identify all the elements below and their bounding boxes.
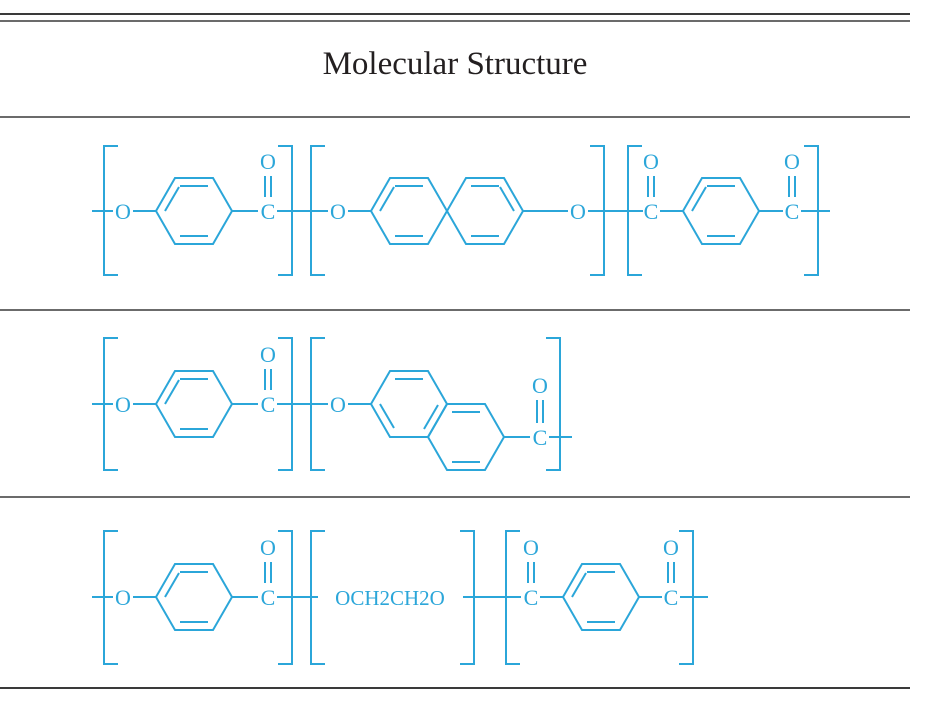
atom-label-oxygen: O (115, 392, 131, 417)
table-header-molecular-structure: Molecular Structure (322, 46, 588, 82)
ring-double-bond (164, 379, 180, 405)
atom-label-carbon: C (785, 199, 800, 224)
atom-label-oxygen: O (115, 585, 131, 610)
ring-double-bond (499, 186, 515, 212)
structure-row-3-labels: O C O OCH2CH2O C O C O (115, 535, 679, 610)
benzene-ring (154, 563, 234, 631)
structure-row-2-labels: O C O O C O (115, 342, 548, 450)
bracket-right (546, 337, 561, 471)
benzene-ring (681, 177, 761, 245)
ring-double-bond (164, 572, 180, 598)
atom-label-oxygen: O (260, 535, 276, 560)
benzene-ring (154, 370, 234, 438)
atom-label-oxygen: O (784, 149, 800, 174)
atom-label-carbon: C (664, 585, 679, 610)
benzene-ring (154, 177, 234, 245)
atom-label-carbon: C (261, 199, 276, 224)
naphthalene-ring-b (426, 403, 506, 471)
atom-label-carbon: C (261, 392, 276, 417)
ring-double-bond (571, 572, 587, 598)
structure-row-1-labels: O C O O O C O C O (115, 149, 800, 224)
ring-double-bond (164, 186, 180, 212)
structure-row-3 (92, 530, 708, 665)
structure-row-2 (92, 337, 572, 471)
structure-row-1 (92, 145, 830, 276)
atom-label-oxygen: O (330, 392, 346, 417)
table-rules (0, 13, 910, 689)
atom-label-oxygen: O (260, 342, 276, 367)
atom-label-oxygen: O (532, 373, 548, 398)
ring-double-bond (691, 186, 707, 212)
ring-double-bond (379, 403, 395, 429)
atom-label-oxygen: O (330, 199, 346, 224)
ring-double-bond (379, 186, 395, 212)
atom-label-carbon: C (644, 199, 659, 224)
naphthalene-ring-a (369, 370, 449, 438)
ring-double-bond (423, 404, 439, 430)
benzene-ring (445, 177, 525, 245)
atom-label-carbon: C (261, 585, 276, 610)
atom-label-oxygen: O (643, 149, 659, 174)
atom-label-carbon: C (524, 585, 539, 610)
benzene-ring (561, 563, 641, 631)
atom-label-carbon: C (533, 425, 548, 450)
atom-label-oxygen: O (115, 199, 131, 224)
linker-label-ethylene-glycol: OCH2CH2O (335, 586, 445, 610)
atom-label-oxygen: O (663, 535, 679, 560)
benzene-ring (369, 177, 449, 245)
atom-label-oxygen: O (260, 149, 276, 174)
atom-label-oxygen: O (523, 535, 539, 560)
atom-label-oxygen: O (570, 199, 586, 224)
